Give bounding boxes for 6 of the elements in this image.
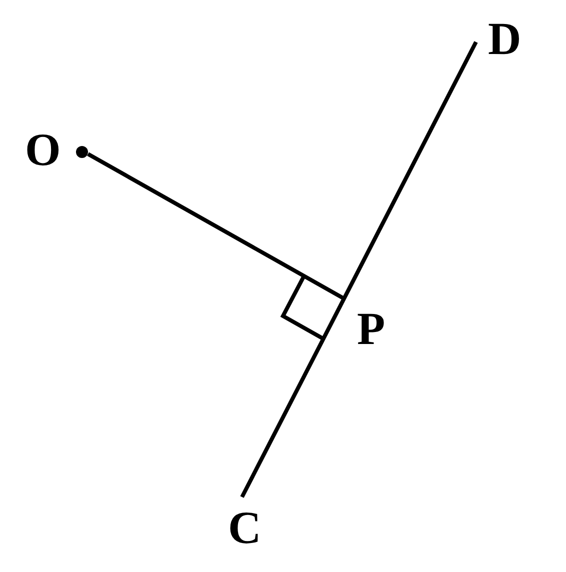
point-label: C [228,505,262,551]
line-segment [87,152,344,300]
point-label: P [357,306,386,352]
line-segment [240,41,478,498]
point-label: O [25,127,61,173]
point-label: D [488,16,522,62]
